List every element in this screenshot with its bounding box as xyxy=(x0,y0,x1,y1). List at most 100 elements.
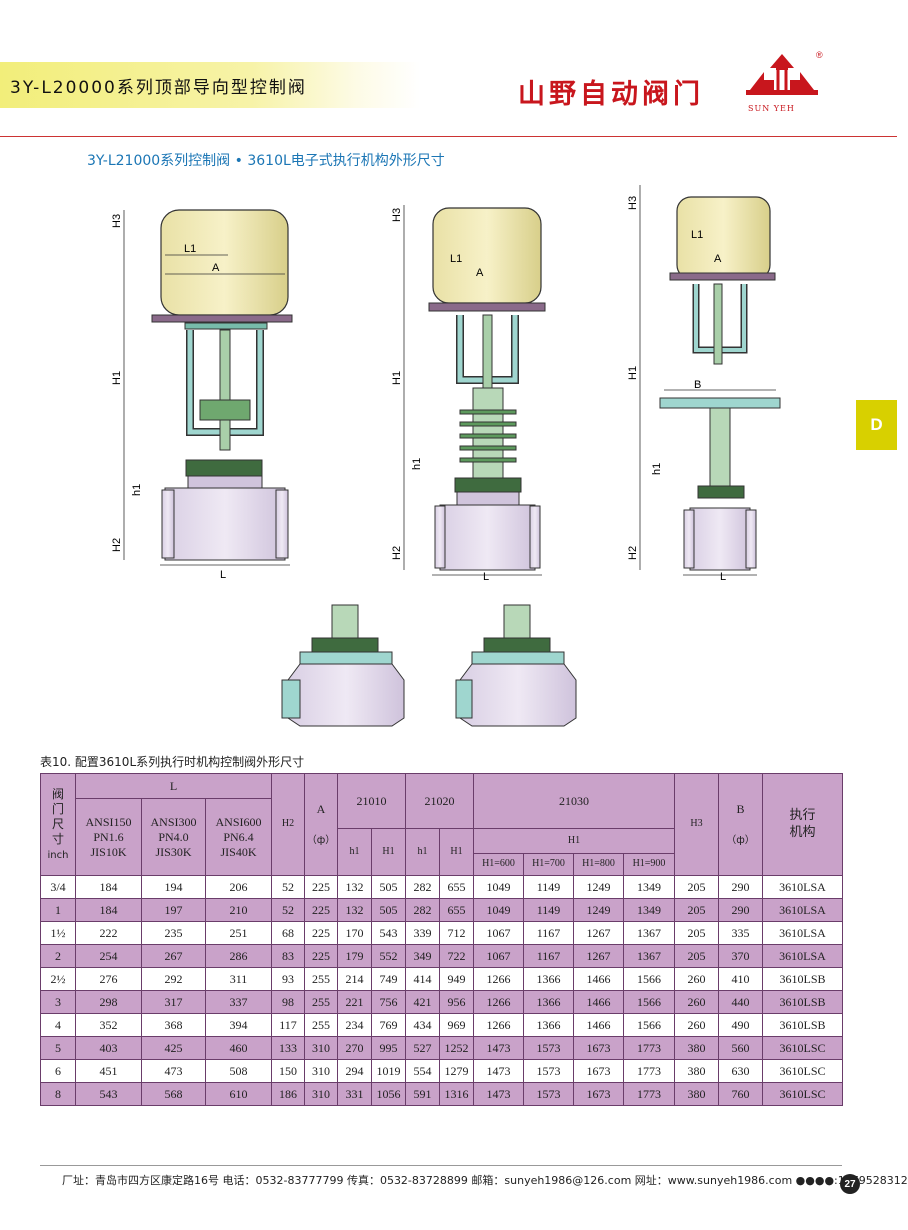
table-cell: 311 xyxy=(205,967,272,991)
table-cell: 995 xyxy=(371,1036,406,1060)
table-cell: 3610LSC xyxy=(762,1059,843,1083)
table-cell: 205 xyxy=(674,921,719,945)
table-cell: 234 xyxy=(337,1013,372,1037)
table-cell: 560 xyxy=(718,1036,763,1060)
section-tab-d[interactable]: D xyxy=(856,400,897,450)
table-cell: 255 xyxy=(304,990,338,1014)
table-cell: 380 xyxy=(674,1036,719,1060)
table-cell: 543 xyxy=(75,1082,142,1106)
table-cell: 440 xyxy=(718,990,763,1014)
label-a-2: A xyxy=(476,267,484,279)
table-cell: 1466 xyxy=(573,967,624,991)
header-21030: 21030 xyxy=(473,773,675,829)
table-cell: 117 xyxy=(271,1013,305,1037)
label-h2-2: H2 xyxy=(391,546,403,560)
table-cell: 206 xyxy=(205,875,272,899)
table-cell: 1566 xyxy=(623,967,675,991)
table-cell: 205 xyxy=(674,898,719,922)
table-cell: 1019 xyxy=(371,1059,406,1083)
table-cell: 1466 xyxy=(573,1013,624,1037)
table-cell: 1367 xyxy=(623,944,675,968)
table-cell: 132 xyxy=(337,898,372,922)
table-cell: 756 xyxy=(371,990,406,1014)
page-title: 3Y-L20000系列顶部导向型控制阀 xyxy=(10,78,307,98)
table-cell: 3610LSA xyxy=(762,921,843,945)
table-cell: 1149 xyxy=(523,875,574,899)
table-cell: 292 xyxy=(141,967,206,991)
table-cell: 98 xyxy=(271,990,305,1014)
table-cell: 410 xyxy=(718,967,763,991)
label-l-2: L xyxy=(483,571,489,583)
table-cell: 722 xyxy=(439,944,474,968)
table-cell: 1773 xyxy=(623,1036,675,1060)
detail-view-socket-weld xyxy=(281,604,405,727)
label-l1: L1 xyxy=(184,243,196,255)
registered-mark: ® xyxy=(816,50,823,60)
table-cell: 655 xyxy=(439,898,474,922)
header-21010-h1-big: H1 xyxy=(371,828,406,876)
header-a: A（ф） xyxy=(304,773,338,876)
drawing-finned-valve: H3 H1 h1 H2 L1 A B L xyxy=(627,185,781,583)
table-cell: 1573 xyxy=(523,1082,574,1106)
header-l-300: ANSI300 PN4.0 JIS30K xyxy=(141,798,206,876)
table-cell: 260 xyxy=(674,990,719,1014)
table-cell: 543 xyxy=(371,921,406,945)
table-cell: 1673 xyxy=(573,1036,624,1060)
header-21010: 21010 xyxy=(337,773,406,829)
header-21010-h1-small: h1 xyxy=(337,828,372,876)
table-cell: 1252 xyxy=(439,1036,474,1060)
table-cell: 3 xyxy=(40,990,76,1014)
table-cell: 1167 xyxy=(523,944,574,968)
table-cell: 1049 xyxy=(473,898,524,922)
table-cell: 414 xyxy=(405,967,440,991)
header-divider xyxy=(0,136,897,137)
label-h1-3: H1 xyxy=(627,366,639,380)
table-cell: 3610LSB xyxy=(762,1013,843,1037)
table-cell: 769 xyxy=(371,1013,406,1037)
table-cell: 214 xyxy=(337,967,372,991)
table-cell: 403 xyxy=(75,1036,142,1060)
valve-drawings: H3 H1 h1 H2 L1 A L H3 H1 h1 H2 L1 A L xyxy=(111,185,781,727)
table-cell: 1673 xyxy=(573,1059,624,1083)
table-cell: 349 xyxy=(405,944,440,968)
header-actuator: 执行 机构 xyxy=(762,773,843,876)
section-title: 3Y-L21000系列控制阀 • 3610L电子式执行机构外形尺寸 xyxy=(87,153,445,169)
table-cell: 1316 xyxy=(439,1082,474,1106)
brand-logo-icon xyxy=(746,54,818,95)
table-cell: 317 xyxy=(141,990,206,1014)
table-cell: 1349 xyxy=(623,898,675,922)
table-cell: 170 xyxy=(337,921,372,945)
table-cell: 1266 xyxy=(473,967,524,991)
table-cell: 52 xyxy=(271,875,305,899)
header-h3: H3 xyxy=(674,773,719,876)
table-cell: 194 xyxy=(141,875,206,899)
table-cell: 184 xyxy=(75,875,142,899)
header-21020-h1-small: h1 xyxy=(405,828,440,876)
table-cell: 505 xyxy=(371,898,406,922)
table-cell: 222 xyxy=(75,921,142,945)
table-cell: 337 xyxy=(205,990,272,1014)
label-h2: H2 xyxy=(111,538,123,552)
table-cell: 225 xyxy=(304,921,338,945)
table-cell: 335 xyxy=(718,921,763,945)
page-number: 27 xyxy=(840,1174,860,1194)
header-h1-600: H1=600 xyxy=(473,853,524,876)
table-cell: 260 xyxy=(674,1013,719,1037)
table-cell: 254 xyxy=(75,944,142,968)
table-cell: 394 xyxy=(205,1013,272,1037)
table-cell: 434 xyxy=(405,1013,440,1037)
header-l-600: ANSI600 PN6.4 JIS40K xyxy=(205,798,272,876)
label-a: A xyxy=(212,262,220,274)
table-cell: 1149 xyxy=(523,898,574,922)
table-cell: 132 xyxy=(337,875,372,899)
footer-divider xyxy=(40,1165,842,1166)
